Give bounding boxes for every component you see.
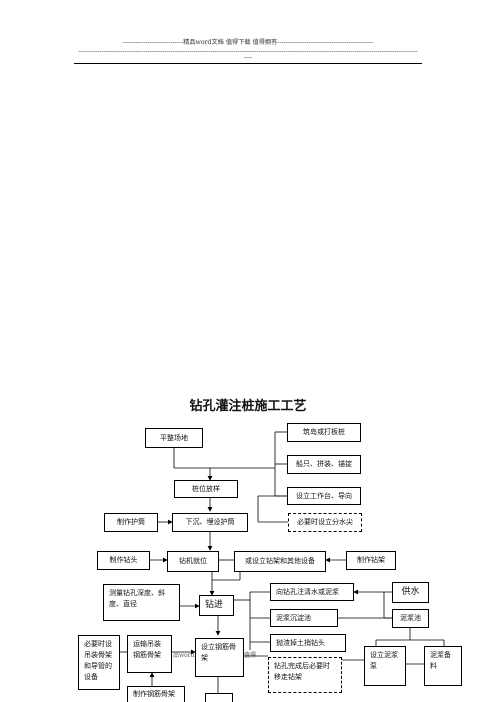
node-water-supply: 供水 [392,582,429,603]
header-line-2: ----------------------------------------… [78,48,418,55]
node-mud-pool: 泥浆池 [392,609,429,628]
node-measure: 测量钻孔深度、斜度、直径 [103,584,180,621]
node-water-head: 必要时设立分水尖 [288,513,362,532]
node-mud-prep: 泥浆备料 [424,646,462,686]
node-level-site: 平整场地 [145,428,203,448]
node-platform: 设立工作台、导向 [287,487,361,505]
node-move-frame: 钻孔完成后必要时移走钻架 [268,657,342,693]
node-make-casing: 制作护筒 [104,513,158,532]
node-next-cutoff [205,693,233,702]
node-ship: 船只、拼装、锚锭 [287,455,361,474]
node-make-bit: 制作钻头 [97,551,150,570]
node-set-mud: 设立泥浆泵 [364,646,406,686]
header-line-1: -----------------------------精品word文档 值得… [122,39,374,46]
node-transport-cage: 运输吊装钢筋骨架 [127,635,172,673]
node-dump-soil: 抛渣掉土捎钻头 [270,634,346,652]
node-make-frame: 制作钻架 [346,551,396,570]
node-inject-water: 向钻孔注清水或泥浆 [270,583,354,601]
node-settle-pool: 泥浆沉淀池 [270,609,338,627]
header-rule [74,63,422,64]
node-drilling: 钻进 [199,595,234,616]
node-rig-position: 钻机就位 [167,551,219,572]
node-sink-casing: 下沉、埋设护筒 [172,513,248,532]
node-rig-equipment: 或设立钻架和其他设备 [234,551,326,572]
header-line-3: ---- [243,54,253,61]
node-set-cage: 设立钢筋骨架 [195,638,244,677]
node-pile-layout: 桩位放样 [174,480,238,498]
page-title: 钻孔灌注桩施工工艺 [189,399,307,414]
node-make-cage: 制作钢筋骨架 [127,686,185,702]
watermark-right: 值得 [244,651,256,659]
watermark-left: 品word [173,652,195,659]
node-island: 筑岛或打板桩 [287,423,361,442]
node-cage-guide: 必要时设吊装骨架和导管的设备 [78,635,120,690]
